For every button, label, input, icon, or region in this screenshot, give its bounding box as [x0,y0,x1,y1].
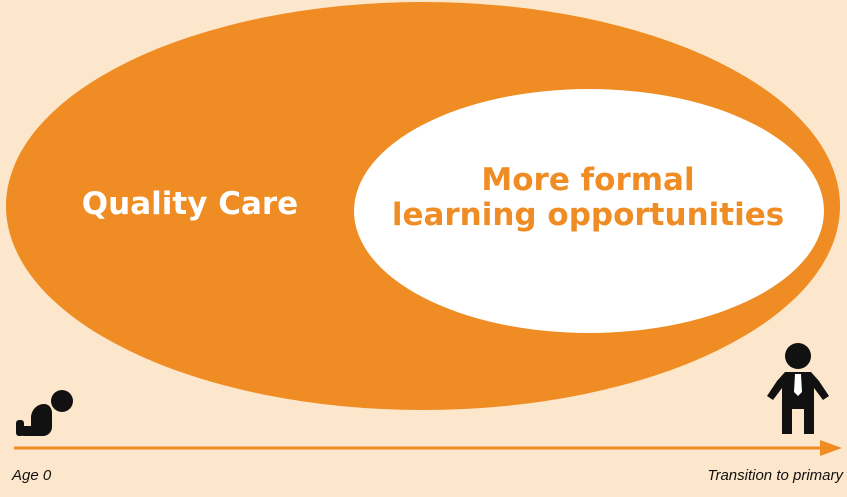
learning-opportunities-ellipse [354,89,824,333]
timeline-arrow [14,440,842,456]
quality-care-label: Quality Care [60,187,320,222]
standing-child-icon [767,343,829,434]
quality-care-text: Quality Care [81,186,299,222]
learning-opportunities-label: More formal learning opportunities [378,163,798,232]
axis-start-label: Age 0 [12,467,52,484]
learning-label-line-2: learning opportunities [391,196,785,233]
crawling-baby-icon [16,390,73,436]
learning-label-line-1: More formal [481,162,695,198]
axis-end-label: Transition to primary [707,467,843,484]
timeline-arrowhead [820,440,842,456]
